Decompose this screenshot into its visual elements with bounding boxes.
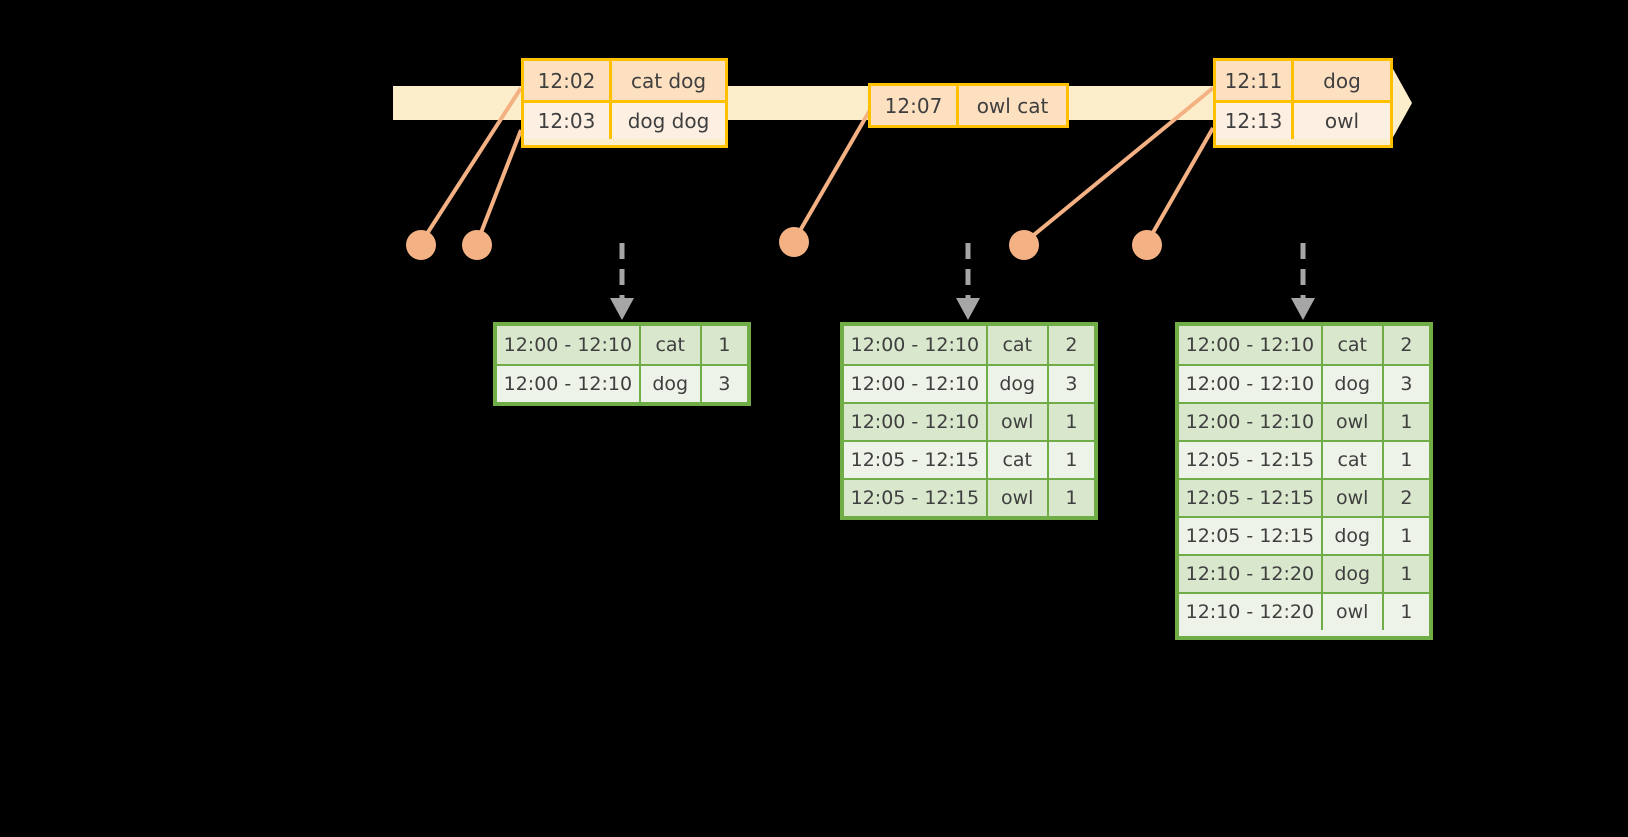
event-words: dog dog xyxy=(627,109,710,133)
table-row[interactable]: 12:00 - 12:10 dog 3 xyxy=(1179,364,1429,402)
window-cell: 12:05 - 12:15 xyxy=(1179,518,1323,554)
event-dot-3 xyxy=(779,227,809,257)
word-cell: owl xyxy=(1323,404,1384,440)
window-cell: 12:05 - 12:15 xyxy=(844,480,988,516)
event-time: 12:03 xyxy=(524,103,612,139)
count-cell: 1 xyxy=(1065,449,1078,471)
table-row[interactable]: 12:00 - 12:10 cat 1 xyxy=(497,326,747,364)
count-cell: 1 xyxy=(718,334,731,356)
count-cell: 1 xyxy=(1065,411,1078,433)
result-table-1[interactable]: 12:00 - 12:10 cat 1 12:00 - 12:10 dog 3 xyxy=(493,322,751,406)
window-cell: 12:00 - 12:10 xyxy=(1179,326,1323,364)
event-dot-1 xyxy=(406,230,436,260)
event-row[interactable]: 12:11 dog xyxy=(1216,61,1390,100)
table-row[interactable]: 12:00 - 12:10 dog 3 xyxy=(844,364,1094,402)
event-row[interactable]: 12:02 cat dog xyxy=(524,61,725,100)
table-row[interactable]: 12:00 - 12:10 dog 3 xyxy=(497,364,747,402)
window-cell: 12:05 - 12:15 xyxy=(1179,442,1323,478)
count-cell: 1 xyxy=(1065,487,1078,509)
count-cell: 3 xyxy=(718,373,731,395)
event-group-1[interactable]: 12:02 cat dog 12:03 dog dog xyxy=(521,58,728,148)
word-cell: cat xyxy=(641,326,702,364)
count-cell: 1 xyxy=(1400,525,1413,547)
event-time: 12:11 xyxy=(1216,61,1294,100)
table-row[interactable]: 12:00 - 12:10 cat 2 xyxy=(844,326,1094,364)
dashed-arrow-2 xyxy=(956,243,980,320)
window-cell: 12:00 - 12:10 xyxy=(1179,366,1323,402)
word-cell: cat xyxy=(988,326,1049,364)
event-dot-2 xyxy=(462,230,492,260)
table-row[interactable]: 12:05 - 12:15 dog 1 xyxy=(1179,516,1429,554)
word-cell: cat xyxy=(1323,326,1384,364)
count-cell: 3 xyxy=(1400,373,1413,395)
word-cell: dog xyxy=(641,366,702,402)
window-cell: 12:10 - 12:20 xyxy=(1179,556,1323,592)
event-words: cat dog xyxy=(630,68,707,93)
event-time: 12:02 xyxy=(524,61,612,100)
word-cell: cat xyxy=(1323,442,1384,478)
window-cell: 12:00 - 12:10 xyxy=(1179,404,1323,440)
window-cell: 12:05 - 12:15 xyxy=(844,442,988,478)
count-cell: 3 xyxy=(1065,373,1078,395)
table-row[interactable]: 12:00 - 12:10 cat 2 xyxy=(1179,326,1429,364)
count-cell: 1 xyxy=(1400,601,1413,623)
count-cell: 1 xyxy=(1400,411,1413,433)
event-row[interactable]: 12:03 dog dog xyxy=(524,100,725,139)
table-row[interactable]: 12:05 - 12:15 owl 2 xyxy=(1179,478,1429,516)
event-words: owl xyxy=(1324,109,1360,133)
event-dot-5 xyxy=(1132,230,1162,260)
dashed-arrow-3 xyxy=(1291,243,1315,320)
word-cell: owl xyxy=(988,404,1049,440)
window-cell: 12:10 - 12:20 xyxy=(1179,594,1323,630)
window-cell: 12:00 - 12:10 xyxy=(844,404,988,440)
count-cell: 2 xyxy=(1400,334,1413,356)
event-row[interactable]: 12:07 owl cat xyxy=(871,86,1066,125)
event-dot-4 xyxy=(1009,230,1039,260)
event-time: 12:13 xyxy=(1216,103,1294,139)
count-cell: 2 xyxy=(1065,334,1078,356)
event-words: dog xyxy=(1323,68,1361,93)
table-row[interactable]: 12:00 - 12:10 owl 1 xyxy=(1179,402,1429,440)
word-cell: dog xyxy=(1323,366,1384,402)
connector-line-2 xyxy=(475,129,523,244)
word-cell: dog xyxy=(1323,556,1384,592)
event-time: 12:07 xyxy=(871,86,959,125)
window-cell: 12:00 - 12:10 xyxy=(844,366,988,402)
word-cell: cat xyxy=(988,442,1049,478)
window-cell: 12:05 - 12:15 xyxy=(1179,480,1323,516)
table-row[interactable]: 12:10 - 12:20 dog 1 xyxy=(1179,554,1429,592)
window-cell: 12:00 - 12:10 xyxy=(497,366,641,402)
word-cell: dog xyxy=(1323,518,1384,554)
count-cell: 1 xyxy=(1400,449,1413,471)
dashed-arrow-1 xyxy=(610,243,634,320)
connector-line-3 xyxy=(792,108,872,243)
window-cell: 12:00 - 12:10 xyxy=(844,326,988,364)
connector-line-5 xyxy=(1145,127,1215,244)
table-row[interactable]: 12:00 - 12:10 owl 1 xyxy=(844,402,1094,440)
word-cell: owl xyxy=(1323,480,1384,516)
event-group-3[interactable]: 12:11 dog 12:13 owl xyxy=(1213,58,1393,148)
result-table-2[interactable]: 12:00 - 12:10 cat 2 12:00 - 12:10 dog 3 … xyxy=(840,322,1098,520)
result-table-3[interactable]: 12:00 - 12:10 cat 2 12:00 - 12:10 dog 3 … xyxy=(1175,322,1433,640)
table-row[interactable]: 12:05 - 12:15 cat 1 xyxy=(844,440,1094,478)
count-cell: 2 xyxy=(1400,487,1413,509)
count-cell: 1 xyxy=(1400,563,1413,585)
table-row[interactable]: 12:05 - 12:15 owl 1 xyxy=(844,478,1094,516)
event-row[interactable]: 12:13 owl xyxy=(1216,100,1390,139)
word-cell: owl xyxy=(1323,594,1384,630)
table-row[interactable]: 12:10 - 12:20 owl 1 xyxy=(1179,592,1429,630)
word-cell: dog xyxy=(988,366,1049,402)
window-cell: 12:00 - 12:10 xyxy=(497,326,641,364)
word-cell: owl xyxy=(988,480,1049,516)
event-group-2[interactable]: 12:07 owl cat xyxy=(868,83,1069,128)
event-words: owl cat xyxy=(976,93,1049,118)
table-row[interactable]: 12:05 - 12:15 cat 1 xyxy=(1179,440,1429,478)
